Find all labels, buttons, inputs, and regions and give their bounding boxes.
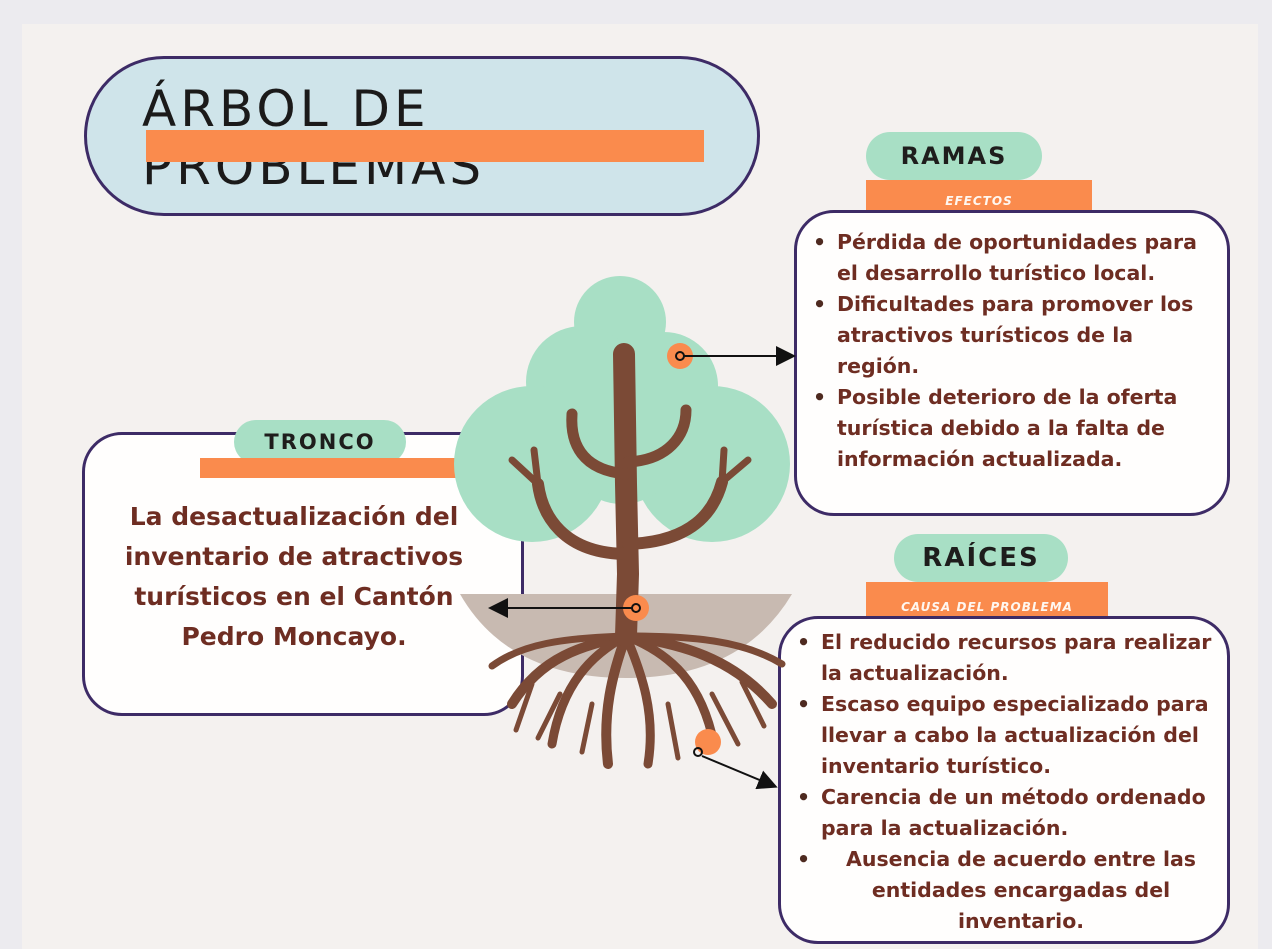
tronco-box: La desactualización del inventario de at… xyxy=(82,432,524,716)
list-item: Pérdida de oportunidades para el desarro… xyxy=(811,227,1211,289)
ramas-label: RAMAS xyxy=(866,132,1042,180)
raices-arrow xyxy=(701,755,778,790)
tree-roots xyxy=(488,631,786,769)
list-item: Ausencia de acuerdo entre las entidades … xyxy=(795,844,1217,937)
list-item: Escaso equipo especializado para llevar … xyxy=(795,689,1217,782)
ramas-node xyxy=(667,343,693,369)
title-underline xyxy=(146,130,704,162)
causa-label: CAUSA DEL PROBLEMA xyxy=(901,600,1073,614)
list-item: Carencia de un método ordenado para la a… xyxy=(795,782,1217,844)
tronco-node xyxy=(623,595,649,621)
raices-label: RAÍCES xyxy=(894,534,1068,582)
raices-node xyxy=(695,729,721,755)
efectos-label: EFECTOS xyxy=(945,194,1013,208)
tree-illustration xyxy=(454,276,792,769)
tronco-label: TRONCO xyxy=(234,420,406,464)
list-item: El reducido recursos para realizar la ac… xyxy=(795,627,1217,689)
tronco-bar xyxy=(200,458,456,478)
causa-bar xyxy=(866,582,1108,618)
raices-list: El reducido recursos para realizar la ac… xyxy=(795,627,1217,937)
diagram-canvas: ÁRBOL DE PROBLEMAS RAMAS EFECTOS Pérdida… xyxy=(22,24,1258,949)
connectors xyxy=(488,343,796,790)
list-item: Posible deterioro de la oferta turística… xyxy=(811,382,1211,475)
tronco-text: La desactualización del inventario de at… xyxy=(124,502,464,651)
list-item: Dificultades para promover los atractivo… xyxy=(811,289,1211,382)
ramas-list: Pérdida de oportunidades para el desarro… xyxy=(811,227,1211,475)
raices-box: El reducido recursos para realizar la ac… xyxy=(778,616,1230,944)
ramas-box: Pérdida de oportunidades para el desarro… xyxy=(794,210,1230,516)
